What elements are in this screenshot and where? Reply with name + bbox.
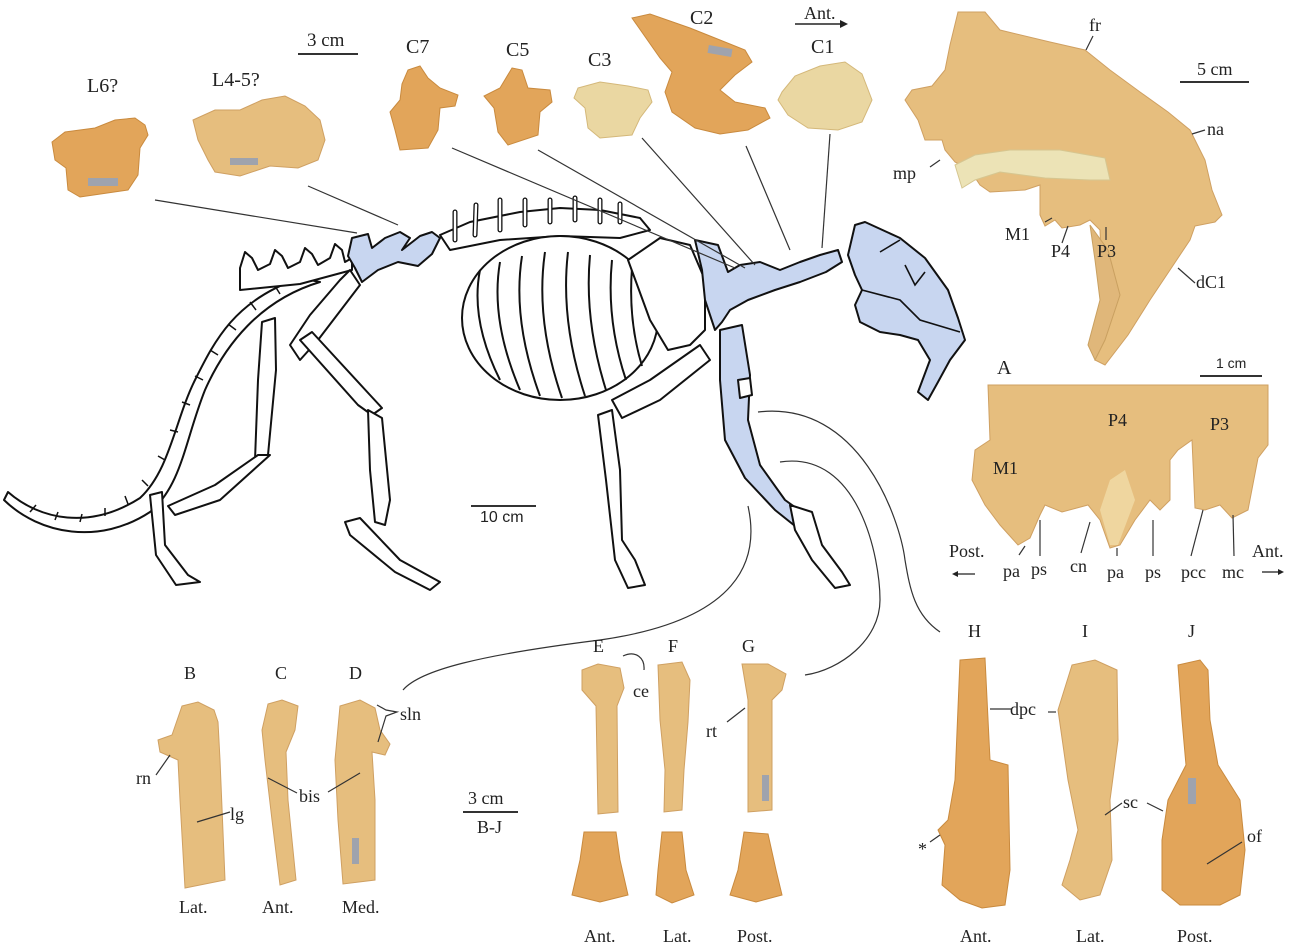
label-view-ant-h: Ant.	[960, 926, 992, 946]
label-ce: ce	[633, 681, 649, 701]
radius-e-distal	[571, 831, 629, 903]
label-panel-h: H	[968, 621, 981, 641]
vertebra-c5	[483, 67, 553, 146]
label-view-lat-i: Lat.	[1076, 926, 1105, 946]
label-lg: lg	[230, 804, 245, 824]
label-p3-panel-a: P3	[1210, 414, 1230, 434]
label-l4-5: L4-5?	[212, 69, 260, 91]
label-na: na	[1207, 119, 1224, 139]
label-panel-i: I	[1082, 621, 1088, 641]
label-l6: L6?	[87, 75, 119, 97]
vertebra-c7	[389, 65, 459, 151]
label-cusp-cn: cn	[1070, 556, 1087, 576]
label-c7: C7	[406, 36, 430, 58]
label-panel-e: E	[593, 636, 604, 656]
label-post: Post.	[949, 541, 985, 561]
radius-g-distal	[729, 831, 783, 903]
label-panel-a: A	[997, 357, 1012, 379]
label-view-ant-c: Ant.	[262, 897, 294, 917]
label-mp: mp	[893, 163, 917, 183]
label-p3-skull: P3	[1097, 241, 1117, 261]
label-c1: C1	[811, 36, 835, 58]
panel-a-leaders	[952, 509, 1284, 577]
label-scale-1cm: 1 cm	[1216, 355, 1247, 371]
label-rn: rn	[136, 768, 151, 788]
label-panel-f: F	[668, 636, 679, 656]
label-scale-5cm: 5 cm	[1197, 59, 1233, 79]
label-dc1: dC1	[1196, 272, 1227, 292]
ulna-d	[334, 699, 391, 885]
label-asterisk: *	[918, 839, 927, 859]
label-cusp-ps-2: ps	[1145, 562, 1162, 582]
label-view-lat-b: Lat.	[179, 897, 208, 917]
label-c3: C3	[588, 49, 612, 71]
radius-f-proximal	[657, 661, 691, 813]
label-panel-g: G	[742, 636, 755, 656]
radius-e-proximal	[581, 663, 625, 815]
label-panel-c: C	[275, 663, 288, 683]
humerus-i	[1057, 659, 1119, 901]
label-view-med-d: Med.	[342, 897, 380, 917]
label-p4-skull: P4	[1051, 241, 1071, 261]
label-c5: C5	[506, 39, 530, 61]
label-ant-direction: Ant.	[804, 3, 836, 23]
vertebra-leaders	[154, 133, 831, 269]
skull-leaders	[929, 35, 1206, 284]
humerus-h	[937, 657, 1011, 909]
label-panel-b: B	[184, 663, 197, 683]
label-ant-panel-a: Ant.	[1252, 541, 1284, 561]
label-fr: fr	[1089, 15, 1101, 35]
anterior-arrow	[795, 20, 848, 28]
radius-leaders	[622, 653, 746, 723]
label-cusp-ps-1: ps	[1031, 559, 1048, 579]
skull-photo	[904, 11, 1223, 366]
label-view-ant-e: Ant.	[584, 926, 616, 946]
vertebra-l6	[51, 117, 149, 198]
panel-a-photo	[971, 384, 1269, 549]
ulna-b	[157, 701, 226, 889]
label-scale-bj-range: B-J	[477, 817, 503, 837]
panel-connectors	[402, 410, 941, 691]
ulna-leaders	[155, 704, 400, 823]
label-panel-j: J	[1188, 621, 1196, 641]
label-cusp-pa-2: pa	[1107, 562, 1124, 582]
label-panel-d: D	[349, 663, 362, 683]
label-scale-3cm: 3 cm	[307, 30, 345, 51]
vertebra-l4-5	[192, 95, 326, 177]
label-scale-10cm: 10 cm	[480, 509, 524, 526]
label-view-post-j: Post.	[1177, 926, 1213, 946]
humerus-j	[1161, 659, 1246, 906]
label-m1-skull: M1	[1005, 224, 1031, 244]
label-m1-panel-a: M1	[993, 458, 1019, 478]
label-rt: rt	[706, 721, 717, 741]
radius-g-proximal	[741, 663, 787, 813]
humerus-leaders	[929, 708, 1243, 865]
ulna-c	[261, 699, 299, 886]
label-c2: C2	[690, 7, 714, 29]
label-view-lat-f: Lat.	[663, 926, 692, 946]
label-scale-bj-value: 3 cm	[468, 788, 504, 808]
vertebra-c2	[631, 13, 771, 135]
label-bis: bis	[299, 786, 321, 806]
vertebra-c1	[777, 61, 873, 131]
label-sln: sln	[400, 704, 422, 724]
label-dpc: dpc	[1010, 699, 1036, 719]
vertebra-c3	[573, 81, 653, 139]
skeleton-drawing	[3, 195, 966, 591]
radius-f-distal	[655, 831, 695, 904]
label-sc: sc	[1123, 792, 1138, 812]
label-view-post-g: Post.	[737, 926, 773, 946]
label-cusp-mc: mc	[1222, 562, 1244, 582]
label-cusp-pa-1: pa	[1003, 561, 1020, 581]
label-p4-panel-a: P4	[1108, 410, 1128, 430]
label-cusp-pcc: pcc	[1181, 562, 1206, 582]
label-of: of	[1247, 826, 1262, 846]
